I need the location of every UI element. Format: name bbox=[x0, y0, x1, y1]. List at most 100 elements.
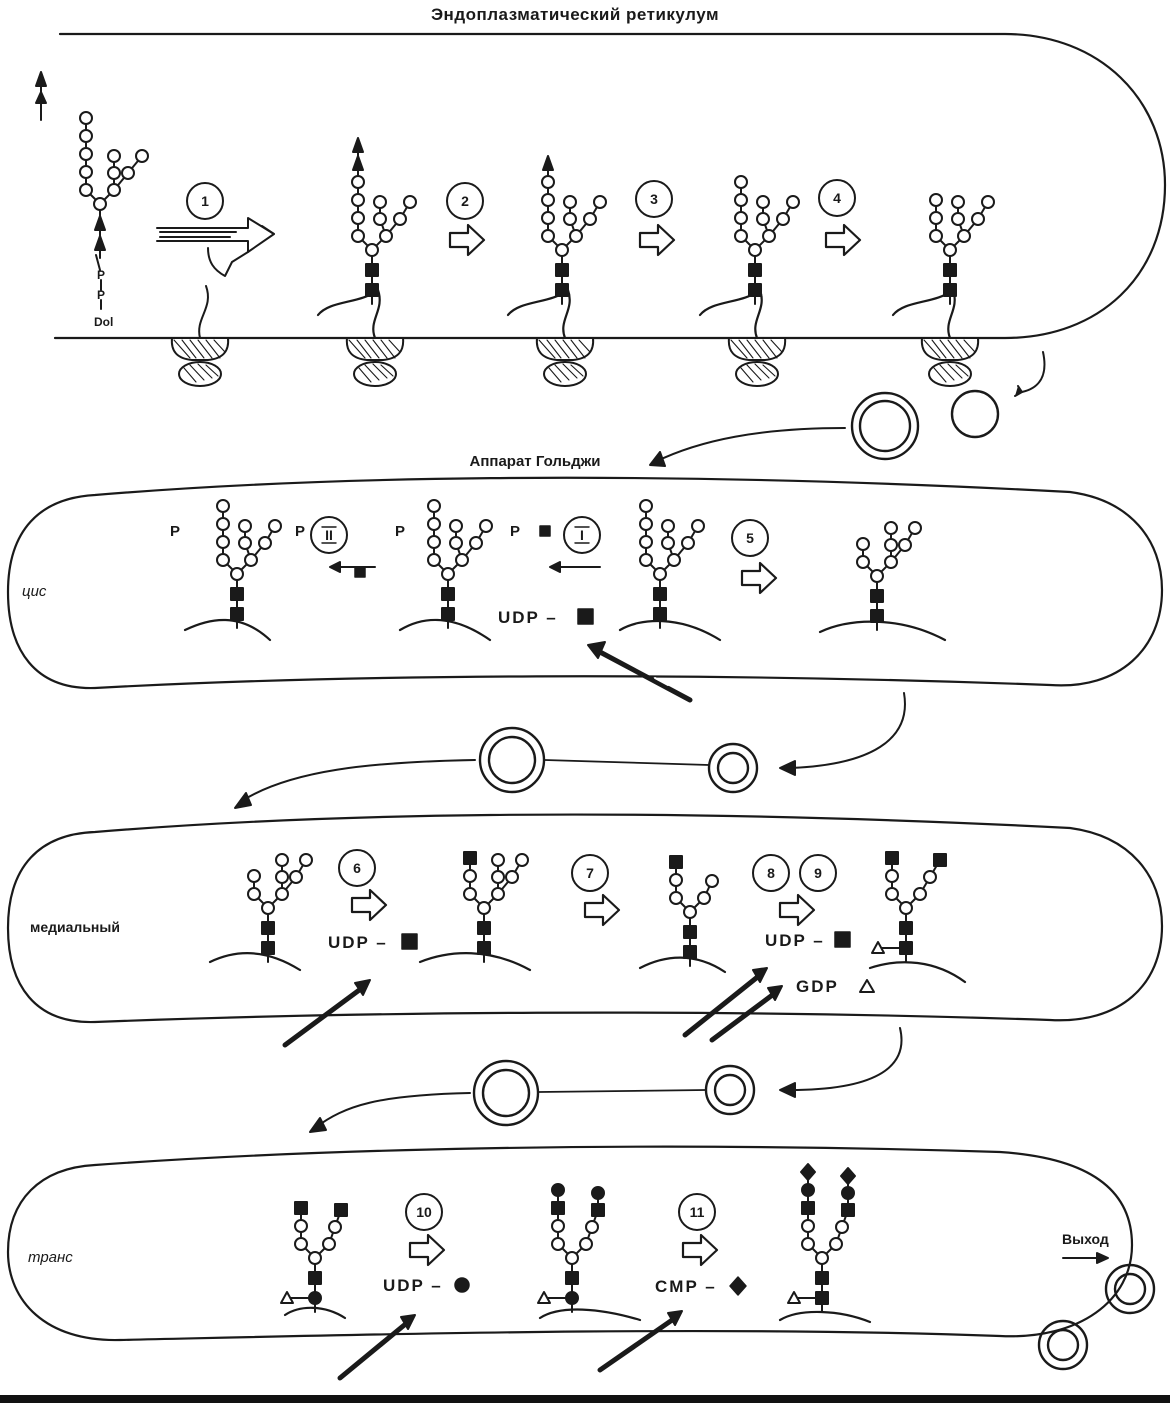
mannose-residue bbox=[328, 1220, 342, 1234]
phosphate-label: P bbox=[295, 523, 305, 540]
mannose-residue bbox=[951, 212, 965, 226]
step-circle-9: 9 bbox=[799, 854, 837, 892]
galactose-residue bbox=[591, 1186, 605, 1200]
mannose-residue bbox=[762, 229, 776, 243]
vesicle-tether-line bbox=[544, 759, 710, 766]
mannose-residue bbox=[441, 567, 455, 581]
mannose-residue bbox=[541, 211, 555, 225]
mannose-residue bbox=[373, 195, 387, 209]
mannose-residue bbox=[835, 1220, 849, 1234]
step-arrow bbox=[740, 561, 778, 595]
protein-backbone bbox=[638, 956, 727, 974]
glycan-tree bbox=[929, 193, 995, 305]
glycan-tree bbox=[427, 499, 493, 629]
step-circle-10: 10 bbox=[405, 1193, 443, 1231]
mannose-residue bbox=[555, 243, 569, 257]
mannose-residue bbox=[929, 229, 943, 243]
glycan-tree bbox=[463, 851, 529, 963]
mannose-residue bbox=[981, 195, 995, 209]
polypeptide-chain bbox=[316, 288, 381, 340]
glcnac-residue bbox=[555, 263, 569, 277]
mannose-residue bbox=[639, 517, 653, 531]
mannose-residue bbox=[929, 211, 943, 225]
vesicle-tether-line bbox=[538, 1089, 707, 1093]
mannose-residue bbox=[541, 175, 555, 189]
mannose-residue bbox=[667, 553, 681, 567]
mannose-residue bbox=[365, 243, 379, 257]
mannose-residue bbox=[756, 212, 770, 226]
step-circle-II: II bbox=[310, 516, 348, 554]
mannose-residue bbox=[427, 499, 441, 513]
mannose-residue bbox=[216, 553, 230, 567]
glycan-tree bbox=[541, 155, 607, 305]
mannose-residue bbox=[121, 166, 135, 180]
step-arrow bbox=[350, 888, 388, 922]
mannose-residue bbox=[856, 537, 870, 551]
step-number: I bbox=[580, 527, 584, 543]
cis-label: цис bbox=[22, 583, 47, 600]
step-number: 10 bbox=[416, 1204, 432, 1220]
glcnac-residue bbox=[463, 851, 477, 865]
mannose-residue bbox=[563, 195, 577, 209]
fucose-residue bbox=[871, 941, 885, 954]
step-number: 1 bbox=[201, 193, 209, 209]
glcnac-residue bbox=[669, 855, 683, 869]
mannose-residue bbox=[463, 887, 477, 901]
mannose-residue bbox=[107, 149, 121, 163]
mannose-residue bbox=[373, 212, 387, 226]
glcnac-residue bbox=[294, 1201, 308, 1215]
mannose-residue bbox=[756, 195, 770, 209]
fucose-residue bbox=[787, 1291, 801, 1304]
mannose-residue bbox=[351, 193, 365, 207]
mannose-residue bbox=[579, 1237, 593, 1251]
mannose-residue bbox=[463, 869, 477, 883]
mannose-residue bbox=[427, 535, 441, 549]
glcnac-residue bbox=[477, 941, 491, 955]
glycan-tree bbox=[871, 851, 947, 963]
mannose-residue bbox=[322, 1237, 336, 1251]
mannose-residue bbox=[449, 536, 463, 550]
mannose-residue bbox=[565, 1251, 579, 1265]
mannose-residue bbox=[135, 149, 149, 163]
step-number: II bbox=[325, 527, 333, 543]
mannose-residue bbox=[908, 521, 922, 535]
step-number: 8 bbox=[767, 865, 775, 881]
glycan-structures bbox=[79, 111, 995, 1313]
mannose-residue bbox=[899, 901, 913, 915]
step-number: 3 bbox=[650, 191, 658, 207]
step-circle-1: 1 bbox=[186, 182, 224, 220]
glcnac-residue bbox=[230, 607, 244, 621]
er-title: Эндоплазматический ретикулум bbox=[431, 5, 719, 24]
mannose-residue bbox=[216, 535, 230, 549]
udp-glcnac-label: UDP – bbox=[498, 608, 558, 627]
mannose-residue bbox=[403, 195, 417, 209]
step-arrow bbox=[681, 1233, 719, 1267]
protein-backbone bbox=[183, 618, 272, 642]
glcnac-residue bbox=[334, 1203, 348, 1217]
mannose-residue bbox=[93, 197, 107, 211]
glucose-residue bbox=[352, 137, 364, 153]
glcnac-residue bbox=[899, 921, 913, 935]
mannose-residue bbox=[929, 193, 943, 207]
mannose-residue bbox=[230, 567, 244, 581]
mannose-residue bbox=[258, 536, 272, 550]
mannose-residue bbox=[957, 229, 971, 243]
mannose-residue bbox=[294, 1219, 308, 1233]
mannose-residue bbox=[885, 887, 899, 901]
mannose-residue bbox=[299, 853, 313, 867]
protein-backbone bbox=[283, 1306, 347, 1320]
mannose-residue bbox=[289, 870, 303, 884]
medial-label: медиальный bbox=[30, 919, 120, 935]
mannose-residue bbox=[455, 553, 469, 567]
protein-backbone bbox=[868, 961, 967, 984]
step-circle-5: 5 bbox=[731, 519, 769, 557]
glcnac-residue bbox=[870, 589, 884, 603]
phosphate-label: P bbox=[97, 288, 105, 302]
glcnac-residue bbox=[815, 1291, 829, 1305]
mannose-residue bbox=[734, 229, 748, 243]
mannose-residue bbox=[551, 1219, 565, 1233]
mannose-residue bbox=[734, 193, 748, 207]
galactose-residue bbox=[565, 1291, 579, 1305]
mannose-residue bbox=[107, 183, 121, 197]
mannose-residue bbox=[79, 147, 93, 161]
